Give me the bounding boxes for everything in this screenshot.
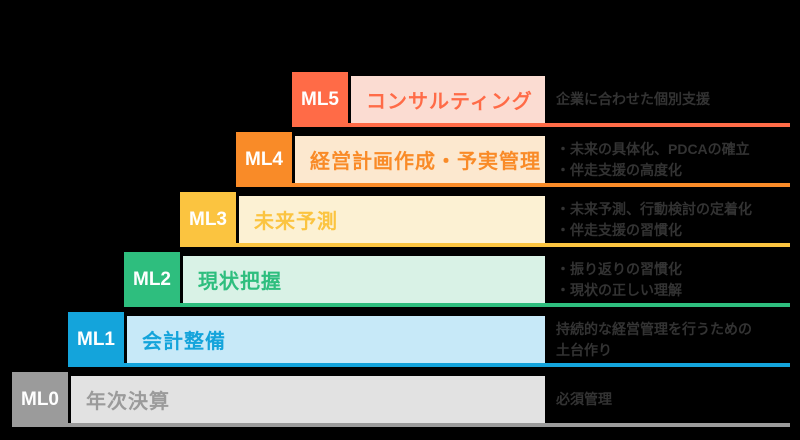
description-line: ・現状の正しい理解	[556, 281, 682, 298]
maturity-row-ml0: ML0 年次決算 必須管理	[0, 372, 800, 427]
level-description: ・振り返りの習慣化 ・現状の正しい理解	[556, 252, 794, 307]
description-line: 持続的な経営管理を行うための	[556, 320, 752, 337]
level-description: ・未来予測、行動検討の定着化 ・伴走支援の習慣化	[556, 192, 794, 247]
level-underline	[236, 183, 790, 187]
level-underline	[12, 423, 790, 427]
level-underline	[68, 363, 790, 367]
maturity-row-ml4: ML4 経営計画作成・予実管理 ・未来の具体化、PDCAの確立 ・伴走支援の高度…	[0, 132, 800, 187]
level-badge-ml0: ML0	[12, 372, 68, 427]
description-line: ・伴走支援の高度化	[556, 161, 682, 178]
level-label: ML3	[189, 208, 227, 230]
level-badge-ml2: ML2	[124, 252, 180, 307]
level-title: コンサルティング	[366, 91, 533, 113]
level-title: 会計整備	[142, 331, 226, 353]
description-line: 必須管理	[556, 391, 612, 407]
level-description: ・未来の具体化、PDCAの確立 ・伴走支援の高度化	[556, 132, 794, 187]
description-line: ・伴走支援の習慣化	[556, 221, 682, 238]
maturity-row-ml3: ML3 未来予測 ・未来予測、行動検討の定着化 ・伴走支援の習慣化	[0, 192, 800, 247]
level-badge-ml5: ML5	[292, 72, 348, 127]
level-bar-ml2: 現状把握	[183, 256, 545, 303]
maturity-row-ml5: ML5 コンサルティング 企業に合わせた個別支援	[0, 72, 800, 127]
level-label: ML2	[133, 268, 171, 290]
level-badge-ml1: ML1	[68, 312, 124, 367]
level-underline	[180, 243, 790, 247]
level-underline	[292, 123, 790, 127]
level-title: 経営計画作成・予実管理	[310, 151, 541, 173]
level-bar-ml3: 未来予測	[239, 196, 545, 243]
description-line: ・未来予測、行動検討の定着化	[556, 200, 752, 217]
maturity-row-ml1: ML1 会計整備 持続的な経営管理を行うための 土台作り	[0, 312, 800, 367]
level-description: 必須管理	[556, 372, 794, 427]
level-title: 未来予測	[254, 211, 338, 233]
description-line: 土台作り	[556, 341, 612, 358]
level-description: 持続的な経営管理を行うための 土台作り	[556, 312, 794, 367]
level-badge-ml4: ML4	[236, 132, 292, 187]
level-title: 年次決算	[86, 391, 170, 413]
description-line: ・未来の具体化、PDCAの確立	[556, 140, 750, 157]
description-line: 企業に合わせた個別支援	[556, 91, 710, 107]
level-description: 企業に合わせた個別支援	[556, 72, 794, 127]
level-bar-ml5: コンサルティング	[351, 76, 545, 123]
level-label: ML4	[245, 148, 283, 170]
level-bar-ml1: 会計整備	[127, 316, 545, 363]
level-label: ML5	[301, 88, 339, 110]
description-line: ・振り返りの習慣化	[556, 260, 682, 277]
level-label: ML0	[21, 388, 59, 410]
level-badge-ml3: ML3	[180, 192, 236, 247]
maturity-row-ml2: ML2 現状把握 ・振り返りの習慣化 ・現状の正しい理解	[0, 252, 800, 307]
level-title: 現状把握	[198, 271, 282, 293]
level-bar-ml0: 年次決算	[71, 376, 545, 423]
level-bar-ml4: 経営計画作成・予実管理	[295, 136, 545, 183]
level-label: ML1	[77, 328, 115, 350]
level-underline	[124, 303, 790, 307]
